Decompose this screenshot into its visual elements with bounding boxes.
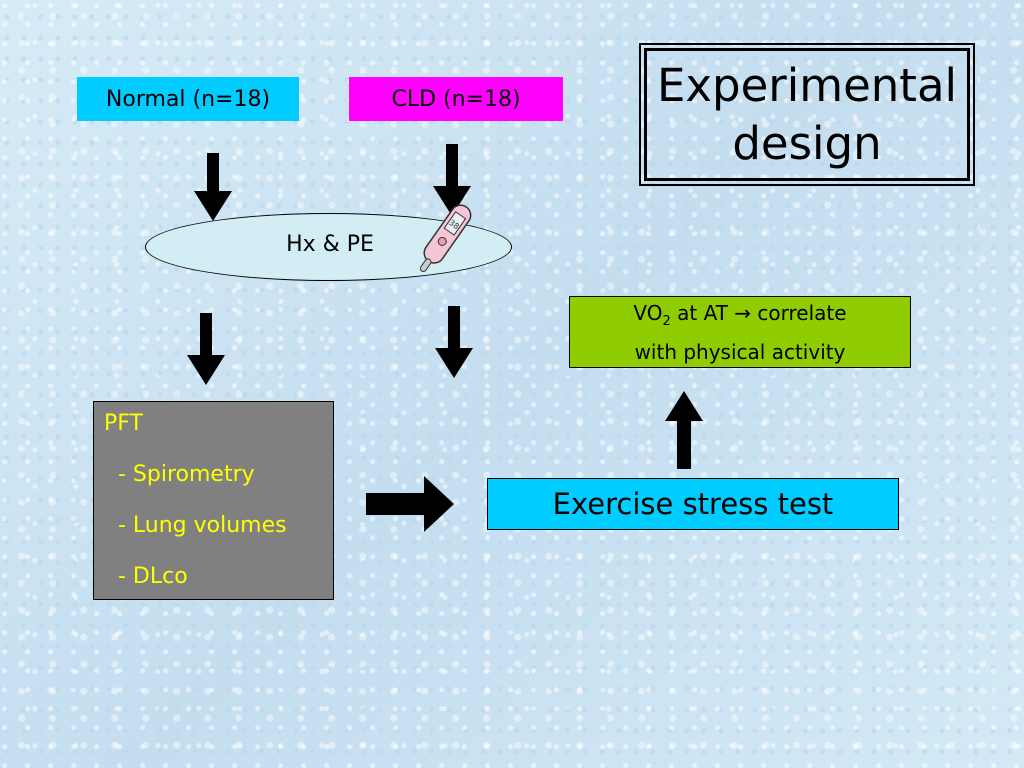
arrow-down-cld-1 bbox=[433, 144, 471, 216]
vo2-prefix: VO bbox=[633, 300, 663, 325]
vo2-suffix: at AT → correlate bbox=[670, 300, 847, 325]
arrow-down-normal-2 bbox=[187, 313, 225, 385]
title-line-2: design bbox=[732, 116, 882, 170]
vo2-line-1: VO2 at AT → correlate bbox=[633, 298, 846, 337]
pft-box: PFT - Spirometry - Lung volumes - DLco bbox=[93, 401, 334, 600]
title-line-1: Experimental bbox=[656, 58, 958, 112]
exercise-stress-test-label: Exercise stress test bbox=[552, 487, 834, 521]
digital-thermometer-icon: 38 bbox=[419, 204, 472, 272]
exercise-stress-test-box: Exercise stress test bbox=[487, 478, 899, 530]
hx-pe-label: Hx & PE bbox=[286, 232, 374, 257]
vo2-subscript: 2 bbox=[662, 313, 671, 329]
cld-group-box: CLD (n=18) bbox=[349, 77, 563, 121]
pft-heading: PFT bbox=[104, 411, 143, 436]
pft-item: - Lung volumes bbox=[104, 513, 287, 538]
arrow-down-normal-1 bbox=[194, 153, 232, 221]
normal-group-box: Normal (n=18) bbox=[77, 77, 299, 121]
title-frame: Experimental design bbox=[639, 43, 975, 186]
arrow-up-to-vo2 bbox=[665, 391, 703, 469]
arrow-right-to-exercise bbox=[366, 476, 454, 532]
normal-group-label: Normal (n=18) bbox=[105, 86, 271, 112]
pft-item: - Spirometry bbox=[104, 462, 255, 487]
cld-group-label: CLD (n=18) bbox=[391, 86, 521, 112]
vo2-line-2: with physical activity bbox=[634, 339, 846, 364]
title-text: Experimental design bbox=[644, 48, 970, 181]
vo2-correlate-box: VO2 at AT → correlate with physical acti… bbox=[569, 296, 911, 368]
pft-item: - DLco bbox=[104, 564, 188, 589]
arrow-down-cld-2 bbox=[435, 306, 473, 378]
